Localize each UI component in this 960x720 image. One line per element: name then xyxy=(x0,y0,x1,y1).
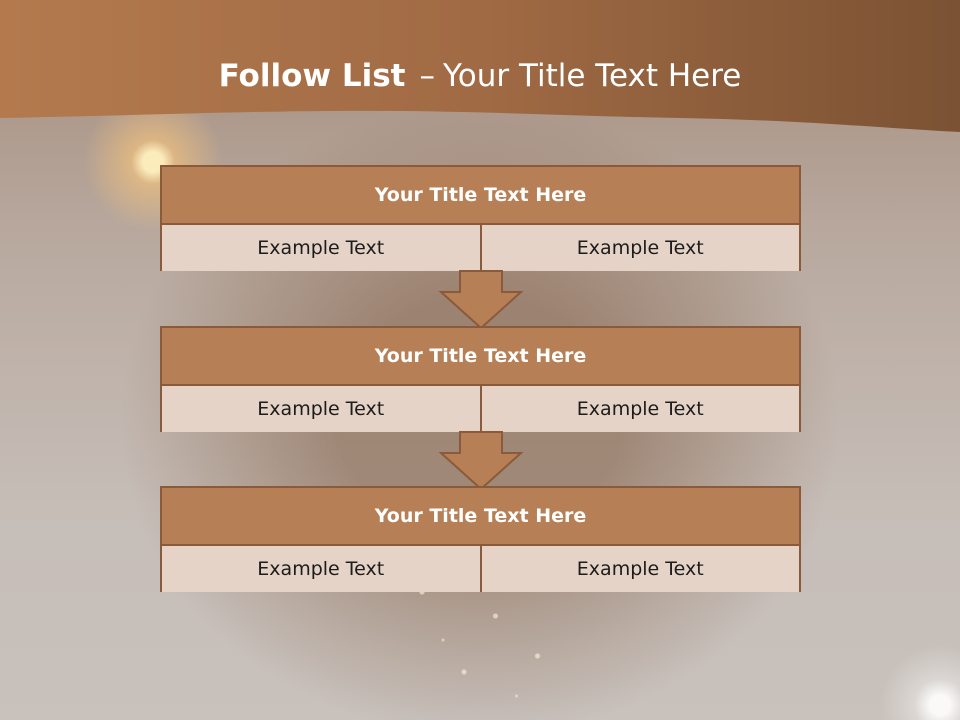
block-title: Your Title Text Here xyxy=(162,488,799,546)
down-arrow-icon xyxy=(438,270,524,330)
block-cell-right: Example Text xyxy=(479,225,799,271)
slide-title: Follow List–Your Title Text Here xyxy=(0,56,960,96)
block-row: Example Text Example Text xyxy=(162,225,799,271)
block-cell-right: Example Text xyxy=(479,546,799,592)
block-cell-left: Example Text xyxy=(162,225,480,271)
list-block: Your Title Text Here Example Text Exampl… xyxy=(160,326,801,432)
list-block: Your Title Text Here Example Text Exampl… xyxy=(160,486,801,592)
block-title: Your Title Text Here xyxy=(162,328,799,386)
block-row: Example Text Example Text xyxy=(162,386,799,432)
block-cell-left: Example Text xyxy=(162,546,480,592)
block-title: Your Title Text Here xyxy=(162,167,799,225)
title-separator: – xyxy=(419,58,435,94)
header-band xyxy=(0,0,960,132)
title-text: Your Title Text Here xyxy=(442,58,742,94)
title-bold: Follow List xyxy=(218,58,406,94)
block-cell-right: Example Text xyxy=(479,386,799,432)
block-cell-left: Example Text xyxy=(162,386,480,432)
down-arrow-icon xyxy=(438,431,524,491)
list-block: Your Title Text Here Example Text Exampl… xyxy=(160,165,801,271)
block-row: Example Text Example Text xyxy=(162,546,799,592)
